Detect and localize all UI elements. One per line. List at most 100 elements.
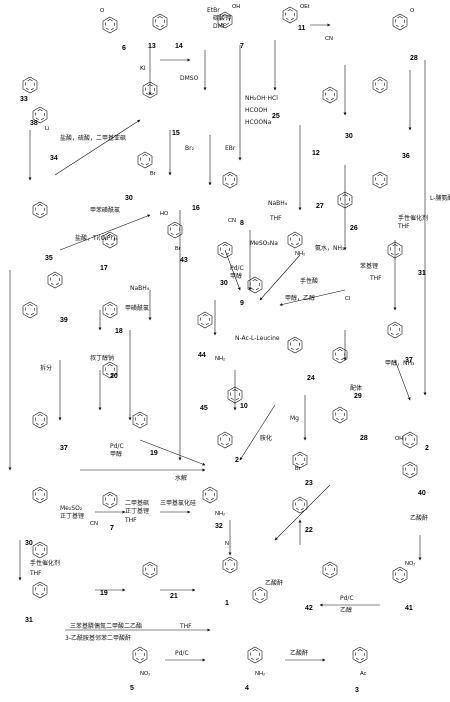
reagent-label: 甲醇 [110,450,122,458]
arrow [259,254,301,301]
compound-number: 37 [60,445,68,452]
atom-label: CN [325,36,333,42]
arrow [139,439,206,466]
reagent-label: DMF [213,23,227,30]
atom-label: N [225,541,229,547]
atom-label: CN [228,218,236,224]
reagent-label: 手性酸 [300,277,318,285]
reagent-label: 甲磺酰氯 [125,304,149,312]
reagent-label: 甲醇 [230,272,242,280]
compound-number: 19 [100,590,108,597]
atom-labels: O OH OEt O CN Li Br CN NH₂ Br HO Cl NH₂ … [45,4,415,677]
compound-number: 25 [272,113,280,120]
compound-number: 33 [20,96,28,103]
reagent-label: 氨水，NH₃ [315,244,345,252]
reagent-label: EBr [225,145,236,152]
arrow [54,119,141,176]
compound-number: 20 [110,373,118,380]
atom-label: NH₂ [215,356,225,362]
compound-number: 39 [60,317,68,324]
atom-label: NH₂ [215,511,225,517]
arrow [59,214,151,251]
atom-label: NH₂ [295,251,305,257]
atom-label: Br [295,466,301,472]
reagent-label: Me₂SO₂ [60,505,83,512]
arrows [8,23,427,662]
compound-number: 43 [180,257,188,264]
compound-number: 11 [298,25,306,32]
compound-number: 30 [220,280,228,287]
compound-number: 6 [122,45,126,52]
compound-number: 5 [130,685,134,692]
atom-label: NH₂ [255,671,265,677]
compound-number: 30 [125,195,133,202]
reagent-label: 三甲基氯化硅 [160,499,196,507]
compound-number: 7 [110,525,114,532]
compound-number: 32 [215,523,223,530]
reagent-label: 盐酸，Ti(OiPr)₄ [75,234,118,242]
atom-label: CN [90,521,98,527]
reagent-label: 乙酸酐 [410,514,428,522]
compound-number: 8 [240,220,244,227]
reagent-label: 甲苯磺酰氯 [90,206,120,214]
reagent-label: 胺化 [260,434,272,442]
reagent-label: 甲醇，乙醇 [285,294,315,302]
compound-number: 2 [235,457,239,464]
compound-number: 38 [30,120,38,127]
reagent-label: THF [269,215,282,222]
reagent-label: 正丁基锂 [125,507,149,515]
arrow [394,359,411,401]
atom-label: Cl [345,296,350,302]
reagent-label: 乙酸酐 [290,649,308,657]
atom-label: OEt [300,4,310,10]
compound-number: 31 [418,270,426,277]
reagent-label: N-Ac-L-Leucine [235,335,280,342]
reagent-label: DMSO [180,75,199,82]
compound-number: 26 [350,225,358,232]
reagent-label: 拆分 [40,364,52,372]
compound-number: 10 [240,403,248,410]
compound-number: 16 [192,205,200,212]
reagent-label: 碳酸钾 [213,14,231,22]
atom-label: NO₂ [405,561,415,567]
reagent-label: THF [124,517,137,524]
compound-number: 36 [402,153,410,160]
atom-label: Ac [360,671,367,677]
compound-number: 40 [418,490,426,497]
compound-number: 35 [45,255,53,262]
reagent-label: EtBr [207,7,220,14]
compound-number: 44 [198,352,206,359]
compound-number: 24 [307,375,315,382]
reagent-label: Pd/C [340,595,354,602]
reagent-label: Mg [290,415,299,422]
reagent-label: HCOONa [245,119,272,126]
reagent-label: NH₂OH·HCl [245,95,278,102]
compound-number: 41 [405,605,413,612]
reagent-label: 盐酸，硫酸，二甲基亚砜 [60,134,126,142]
reagent-label: 三苯基膦偶氮二甲酸二乙酯 [70,622,142,630]
compound-numbers: 6 13 14 7 11 28 33 38 15 25 30 36 34 12 … [20,25,429,694]
compound-number: 13 [148,43,156,50]
reagent-label: NaBH₄ [268,200,288,207]
reagent-label: 甲醇，NH₃ [385,359,415,367]
compound-number: 28 [410,55,418,62]
reagent-label: Pd/C [110,443,124,450]
compound-number: 7 [240,43,244,50]
reagent-label: THF [179,623,192,630]
compound-number: 2 [425,445,429,452]
compound-number: 18 [115,328,123,335]
compound-number: 45 [200,405,208,412]
reagent-label: Pd/C [175,650,189,657]
compound-number: 21 [170,593,178,600]
compound-number: 12 [312,150,320,157]
reagent-label: 二甲基砜 [125,499,149,507]
compound-number: 23 [305,480,313,487]
reagent-label: 手性催化剂 [398,214,428,222]
reagent-label: MeSO₂Na [250,240,278,247]
reagent-label: 苯基锂 [360,262,378,270]
reagent-label: 乙醇 [340,606,352,614]
atom-label: OH [395,436,403,442]
compound-number: 28 [360,435,368,442]
reagent-label: 手性催化剂 [30,559,60,567]
